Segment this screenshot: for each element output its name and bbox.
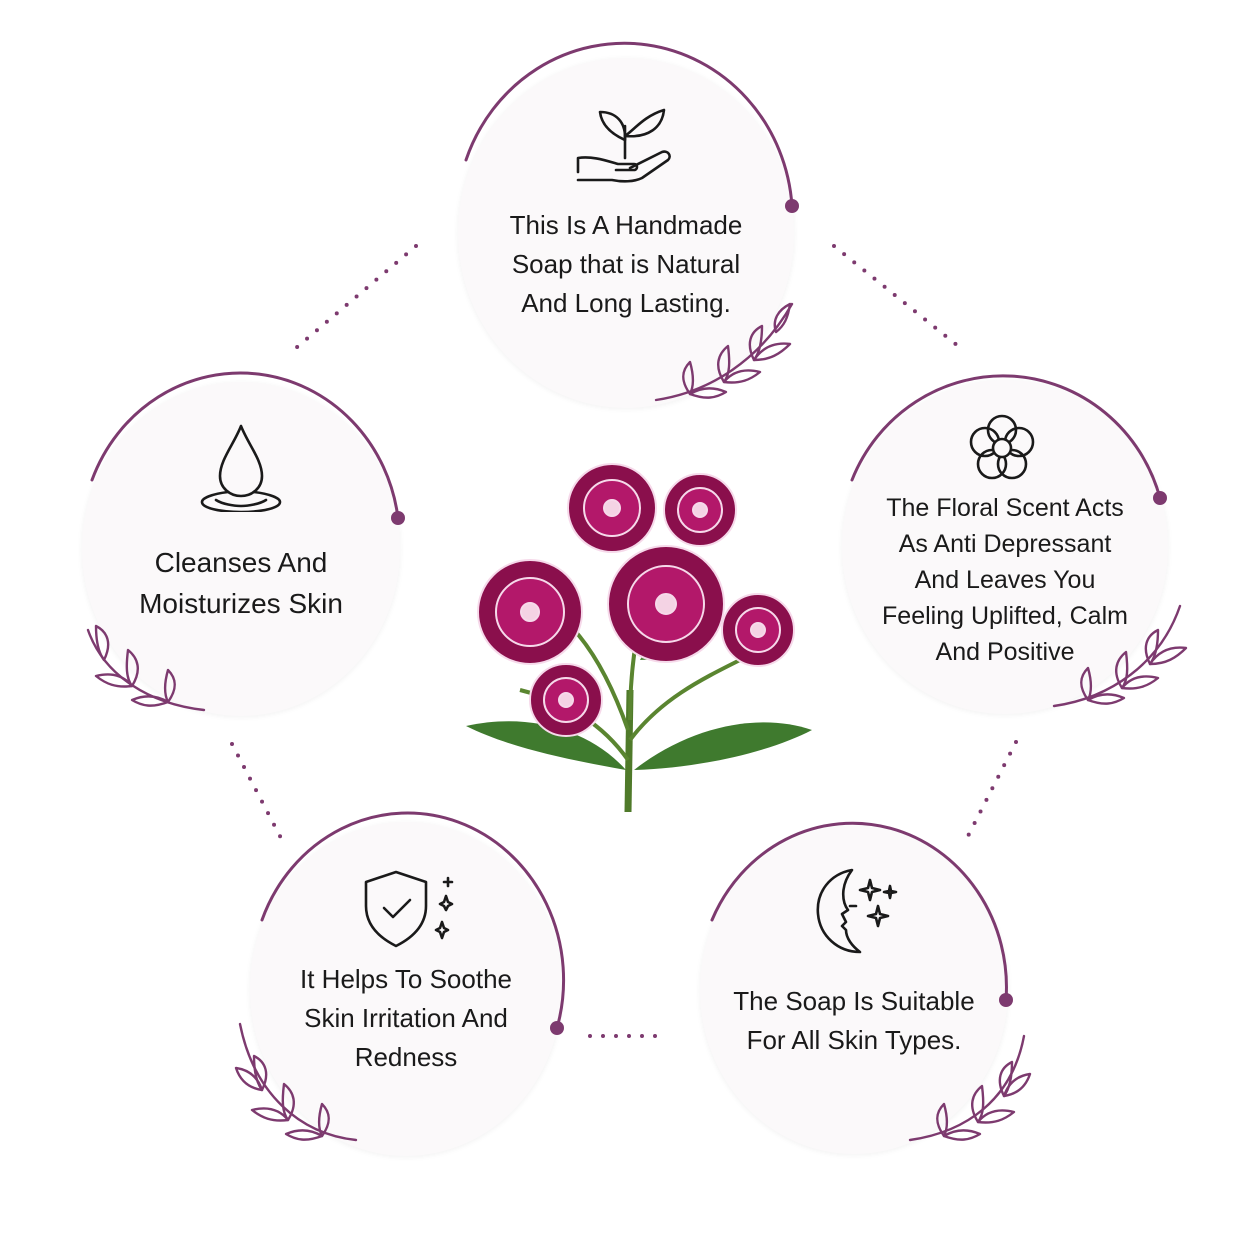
benefit-line: The Floral Scent Acts bbox=[886, 494, 1124, 522]
benefit-card-cleanses: Cleanses And Moisturizes Skin bbox=[82, 382, 400, 716]
benefit-line: As Anti Depressant bbox=[898, 530, 1112, 558]
laurel-sprig-icon bbox=[86, 624, 206, 712]
benefit-line: Redness bbox=[354, 1042, 458, 1072]
benefit-line: Cleanses And bbox=[154, 547, 328, 578]
benefit-line: Feeling Uplifted, Calm bbox=[882, 602, 1128, 630]
laurel-sprig-icon bbox=[1052, 604, 1188, 708]
benefit-line: And Long Lasting. bbox=[521, 288, 731, 318]
benefit-card-floral-scent: The Floral Scent Acts As Anti Depressant… bbox=[842, 380, 1168, 714]
hand-plant-icon bbox=[576, 108, 671, 183]
benefit-card-handmade: This Is A Handmade Soap that is Natural … bbox=[458, 58, 794, 408]
moon-face-stars-icon bbox=[816, 868, 898, 954]
shield-check-icon bbox=[364, 870, 454, 948]
laurel-sprig-icon bbox=[654, 302, 794, 402]
benefit-line: The Soap Is Suitable bbox=[733, 986, 975, 1016]
benefit-line: It Helps To Soothe bbox=[300, 964, 512, 994]
laurel-sprig-icon bbox=[234, 1022, 358, 1142]
benefit-line: Moisturizes Skin bbox=[139, 588, 343, 619]
benefit-card-skin-types: The Soap Is Suitable For All Skin Types. bbox=[700, 826, 1008, 1154]
flower-icon bbox=[969, 414, 1035, 480]
benefit-card-soothe: It Helps To Soothe Skin Irritation And R… bbox=[250, 822, 562, 1156]
benefit-line: Soap that is Natural bbox=[511, 249, 741, 279]
benefit-line: For All Skin Types. bbox=[746, 1025, 962, 1055]
water-drop-icon bbox=[200, 424, 282, 512]
benefit-line: This Is A Handmade bbox=[509, 210, 743, 240]
laurel-sprig-icon bbox=[908, 1034, 1032, 1142]
benefit-line: And Positive bbox=[935, 638, 1075, 666]
benefit-line: And Leaves You bbox=[914, 566, 1096, 594]
benefit-line: Skin Irritation And bbox=[304, 1003, 508, 1033]
